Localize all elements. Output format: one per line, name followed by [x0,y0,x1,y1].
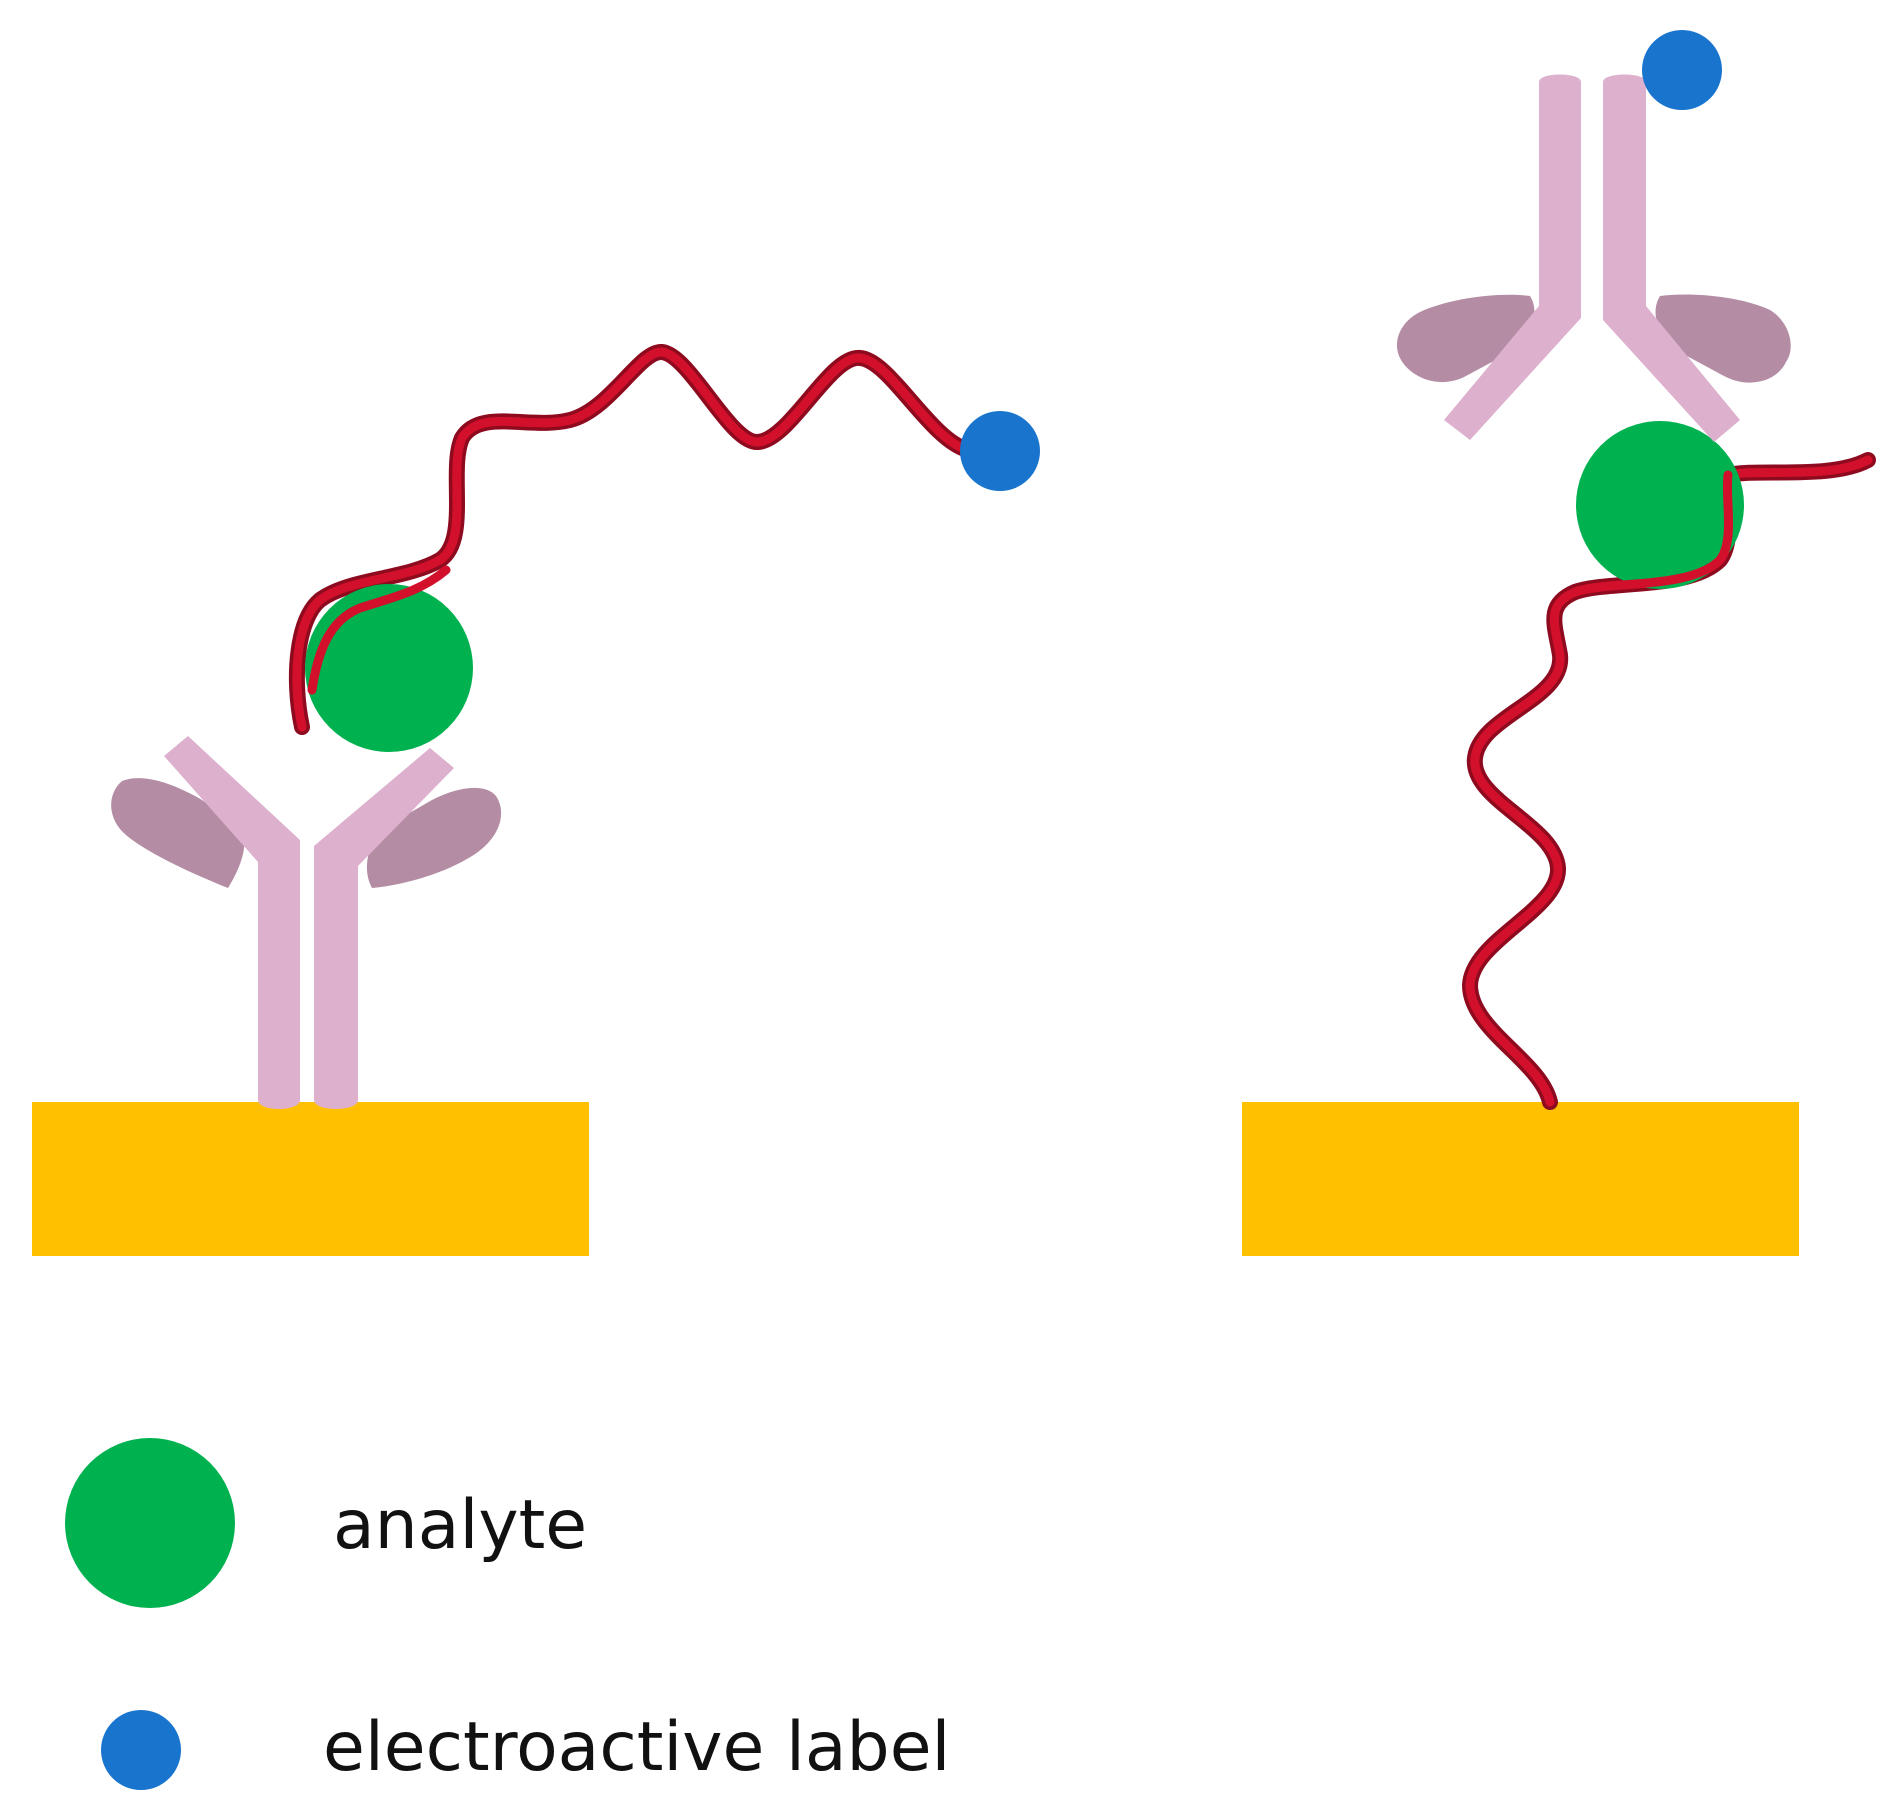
left-antibody-heavy-chain-left [164,736,300,1109]
legend-label-electroactive: electroactive label [323,1708,950,1787]
right-panel [1242,30,1876,1256]
legend-item-analyte: analyte [65,1438,587,1608]
left-electroactive-label [960,411,1040,491]
blue-circle-icon [101,1710,181,1790]
right-antibody-heavy-chain-left [1444,74,1581,440]
left-antibody-heavy-chain-right [314,748,454,1109]
right-electrode [1242,1102,1799,1256]
right-antibody-heavy-chain-right [1603,74,1740,442]
legend-item-electroactive-label: electroactive label [101,1708,950,1790]
left-antibody-light-chain-right [366,787,502,888]
right-electroactive-label [1642,30,1722,110]
left-panel [32,344,1040,1256]
left-analyte [305,584,473,752]
left-antibody-light-chain-left [111,778,245,888]
right-antibody-light-chain-left [1396,294,1535,383]
right-analyte [1576,421,1744,589]
legend-label-analyte: analyte [333,1486,587,1565]
left-aptamer-ribbon [288,344,976,735]
legend: analyte electroactive label [65,1438,950,1790]
green-circle-icon [65,1438,235,1608]
left-electrode [32,1102,589,1256]
left-antibody [111,736,502,1109]
right-antibody-light-chain-right [1655,294,1791,383]
right-antibody [1396,74,1791,442]
